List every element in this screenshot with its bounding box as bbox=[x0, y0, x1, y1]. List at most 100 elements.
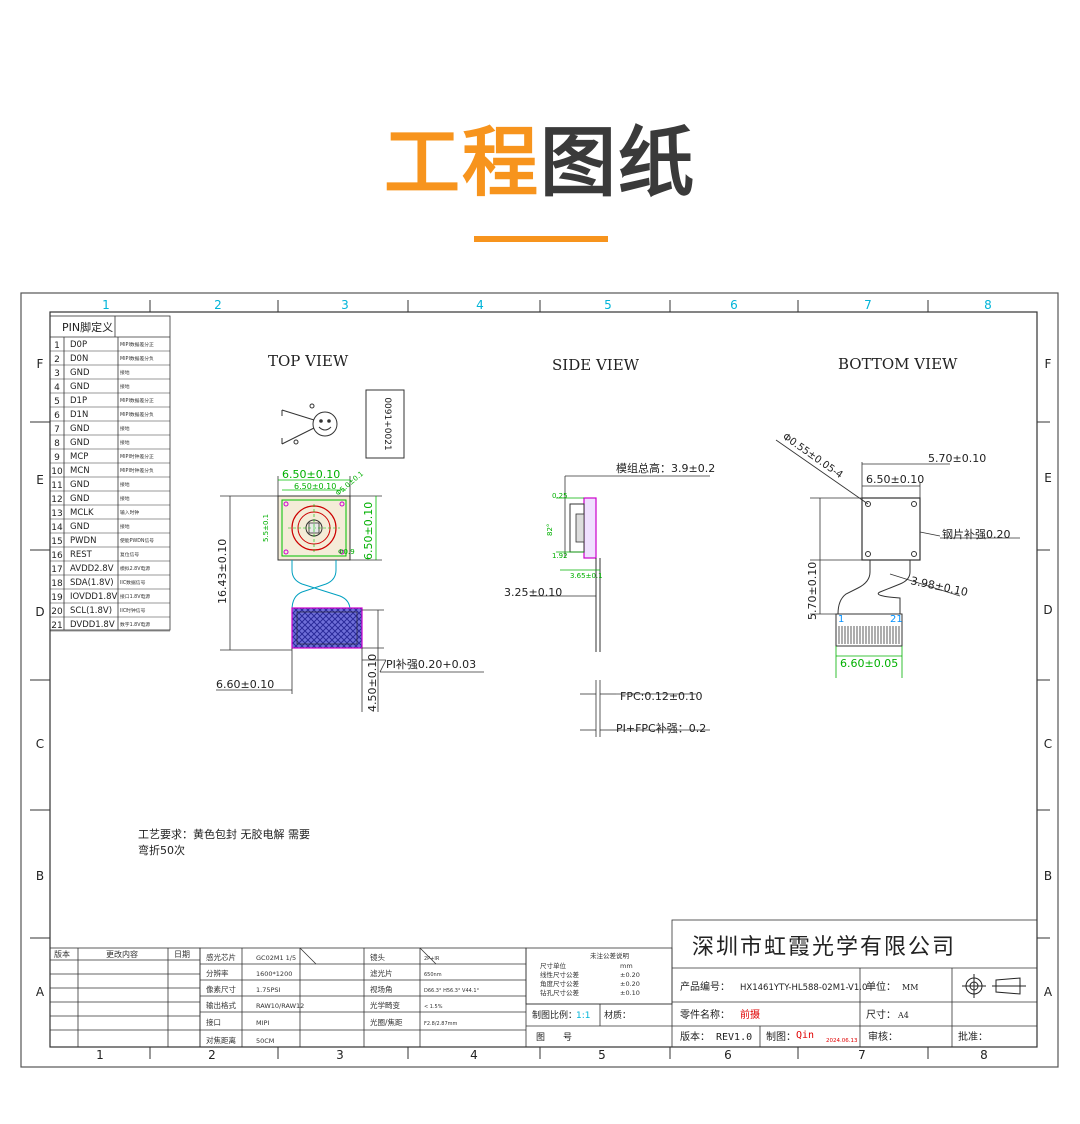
pin-table-title: PIN脚定义 bbox=[62, 320, 113, 334]
col-top-4: 4 bbox=[476, 298, 484, 312]
side-view-title: SIDE VIEW bbox=[552, 356, 640, 374]
spec-value2: 650nm bbox=[424, 972, 442, 978]
pin-row-name: D0P bbox=[70, 340, 87, 350]
spec-value: MIPI bbox=[256, 1019, 269, 1027]
pin-row-number: 15 bbox=[51, 537, 62, 547]
dim-connector-w: 6.60±0.10 bbox=[216, 678, 274, 691]
pin-row-number: 12 bbox=[51, 495, 62, 505]
col-top-6: 6 bbox=[730, 298, 738, 312]
pin-row-number: 21 bbox=[51, 621, 62, 631]
pin-row-desc: MIPI时钟差分负 bbox=[120, 467, 154, 474]
label-box-text: 0091+0021 bbox=[382, 397, 392, 450]
pin-row-number: 5 bbox=[54, 397, 60, 407]
pin-row-number: 9 bbox=[54, 453, 60, 463]
pin-row-number: 6 bbox=[54, 411, 60, 421]
pin-row-number: 16 bbox=[51, 551, 63, 561]
pin-row-number: 11 bbox=[51, 481, 62, 491]
pin-row-number: 1 bbox=[54, 341, 60, 351]
row-right-D: D bbox=[1043, 603, 1052, 617]
spec-key: 分辨率 bbox=[206, 968, 229, 978]
pin-row-desc: MIPI数据差分负 bbox=[120, 411, 154, 418]
col-top-8: 8 bbox=[984, 298, 992, 312]
row-left-D: D bbox=[35, 605, 44, 619]
col-bottom-8: 8 bbox=[980, 1048, 988, 1062]
process-note-1: 工艺要求：黄色包封 无胶电解 需要 bbox=[138, 827, 310, 841]
bottom-dim-inner: 6.50±0.10 bbox=[866, 473, 924, 486]
pi-note: PI补强0.20+0.03 bbox=[386, 658, 476, 671]
outer-frame bbox=[20, 292, 1059, 1068]
pin-row-name: MCLK bbox=[70, 508, 94, 518]
tolerance-key: 尺寸单位 bbox=[540, 961, 567, 970]
row-right-B: B bbox=[1044, 869, 1052, 883]
side-small-b: 1.92 bbox=[552, 552, 568, 560]
version-value: REV1.0 bbox=[716, 1032, 752, 1043]
dim-small-a: 5.5±0.1 bbox=[262, 514, 270, 542]
pin-row-name: DVDD1.8V bbox=[70, 620, 115, 630]
bottom-hole: Φ0.55±0.05-4 bbox=[780, 431, 844, 481]
pin-row-desc: MIPI数据差分正 bbox=[120, 341, 154, 348]
spec-key: 接口 bbox=[206, 1017, 221, 1027]
pin-row-name: GND bbox=[70, 480, 90, 490]
col-top-3: 3 bbox=[341, 298, 349, 312]
material-label: 材质： bbox=[604, 1009, 631, 1021]
spec-key2: 视场角 bbox=[370, 984, 393, 994]
col-bottom-3: 3 bbox=[336, 1048, 344, 1062]
spec-value2: D66.3° H56.3° V44.1° bbox=[424, 988, 480, 994]
pin-row-number: 13 bbox=[51, 509, 62, 519]
tolerance-value: mm bbox=[620, 962, 633, 970]
pin-row-number: 14 bbox=[51, 523, 63, 533]
bottom-dim-height: 5.70±0.10 bbox=[806, 562, 819, 620]
spec-key2: 光学畸变 bbox=[370, 1000, 400, 1010]
pin-row-desc: 接地 bbox=[120, 495, 130, 502]
tolerance-value: ±0.20 bbox=[620, 980, 640, 988]
heading-part2: 图纸 bbox=[540, 118, 696, 207]
pin-row-number: 3 bbox=[54, 369, 60, 379]
spec-key: 对焦距离 bbox=[206, 1035, 236, 1045]
version-label: 版本： bbox=[680, 1030, 710, 1043]
size-label: 尺寸： bbox=[866, 1008, 896, 1021]
pin-row-desc: MIPI数据差分负 bbox=[120, 355, 154, 362]
pin-row-number: 2 bbox=[54, 355, 60, 365]
spec-value: GC02M1 1/5 bbox=[256, 954, 296, 962]
pin-row-name: D0N bbox=[70, 354, 88, 364]
dim-connector-h: 4.50±0.10 bbox=[366, 654, 379, 712]
spec-value2: F2.8/2.87mm bbox=[424, 1021, 458, 1027]
tolerance-key: 钻孔尺寸公差 bbox=[540, 988, 580, 997]
pin-row-desc: IIC数据信号 bbox=[120, 579, 146, 586]
pin-row-desc: 接地 bbox=[120, 523, 130, 530]
product-label: 产品编号： bbox=[680, 980, 730, 993]
side-pi-fpc: PI+FPC补强：0.2 bbox=[616, 722, 706, 735]
pin-row-number: 20 bbox=[51, 607, 63, 617]
pin-row-number: 19 bbox=[51, 593, 63, 603]
pin-row-desc: 复位信号 bbox=[120, 551, 139, 558]
bottom-dim-flex: 3.98±0.10 bbox=[909, 574, 969, 599]
pin-row-name: D1N bbox=[70, 410, 88, 420]
engineering-drawing: 1 2 3 4 5 6 7 8 1 2 3 4 5 6 7 8 F E D C … bbox=[20, 292, 1059, 1068]
top-view-drawing: 0091+0021 bbox=[216, 389, 484, 712]
spec-value: RAW10/RAW12 bbox=[256, 1002, 304, 1010]
spec-key: 像素尺寸 bbox=[206, 984, 236, 994]
row-left-E: E bbox=[36, 473, 44, 487]
spec-value: 1600*1200 bbox=[256, 970, 292, 978]
pin-row-number: 18 bbox=[51, 579, 63, 589]
pin-row-desc: MIPI时钟差分正 bbox=[120, 453, 154, 460]
review-label: 审核： bbox=[868, 1030, 898, 1043]
spec-value: 1.75PSI bbox=[256, 986, 281, 994]
pin-row-name: GND bbox=[70, 424, 90, 434]
col-bottom-4: 4 bbox=[470, 1048, 478, 1062]
pin-row-desc: 模拟2.8V电源 bbox=[120, 565, 150, 572]
rev-col-version: 版本 bbox=[54, 949, 70, 959]
top-view-title: TOP VIEW bbox=[268, 352, 349, 370]
pin-row-name: GND bbox=[70, 368, 90, 378]
spec-key2: 滤光片 bbox=[370, 968, 393, 978]
scale-label: 制图比例： bbox=[532, 1009, 577, 1021]
bottom-pin-first: 1 bbox=[838, 614, 844, 625]
col-top-1: 1 bbox=[102, 298, 110, 312]
dim-total: 16.43±0.10 bbox=[216, 539, 229, 604]
eye-symbol bbox=[281, 403, 338, 445]
bottom-dim-conn: 6.60±0.05 bbox=[840, 657, 898, 670]
row-left-A: A bbox=[36, 985, 45, 999]
label-box bbox=[365, 389, 405, 459]
page-heading: 工程图纸 bbox=[0, 118, 1080, 208]
